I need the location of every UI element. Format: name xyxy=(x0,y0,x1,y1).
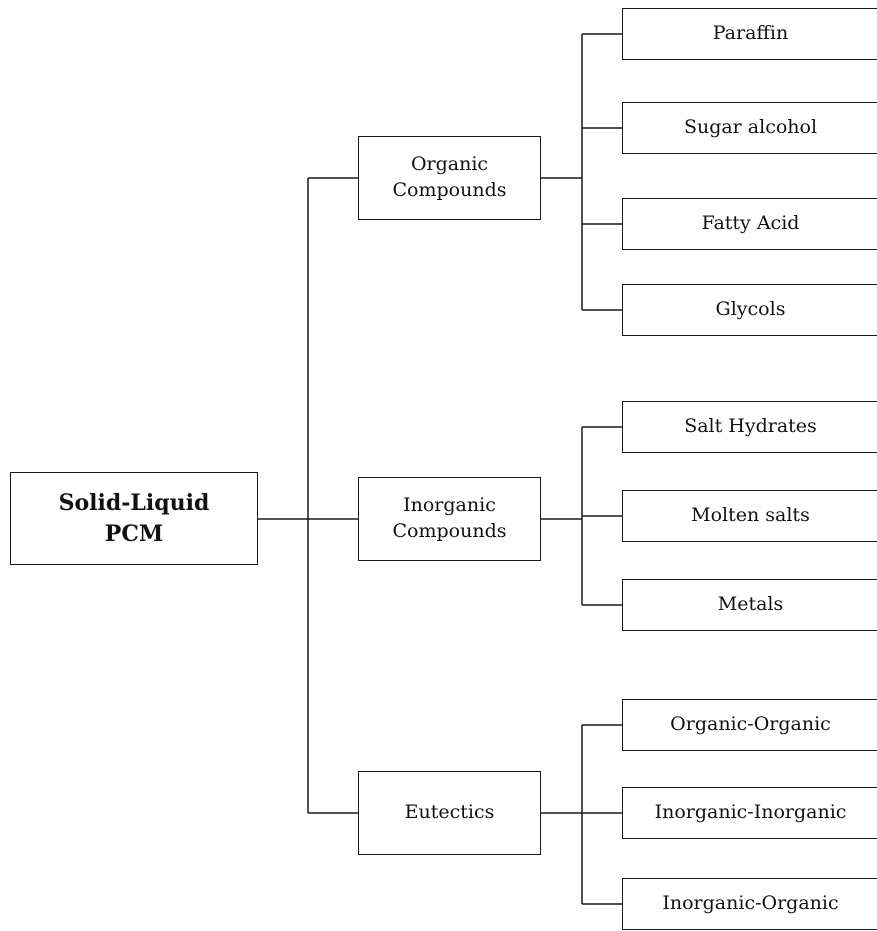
leaf-inorganic-inorganic: Inorganic-Inorganic xyxy=(622,787,877,839)
leaf-fatty-acid: Fatty Acid xyxy=(622,198,877,250)
leaf-sugar-alcohol: Sugar alcohol xyxy=(622,102,877,154)
leaf-inorganic-organic: Inorganic-Organic xyxy=(622,878,877,930)
leaf-glycols: Glycols xyxy=(622,284,877,336)
category-inorganic-compounds: Inorganic Compounds xyxy=(358,477,541,561)
leaf-organic-organic: Organic-Organic xyxy=(622,699,877,751)
leaf-salt-hydrates: Salt Hydrates xyxy=(622,401,877,453)
leaf-molten-salts: Molten salts xyxy=(622,490,877,542)
leaf-paraffin: Paraffin xyxy=(622,8,877,60)
category-eutectics: Eutectics xyxy=(358,771,541,855)
root-node-solid-liquid-pcm: Solid-Liquid PCM xyxy=(10,472,258,565)
leaf-metals: Metals xyxy=(622,579,877,631)
category-organic-compounds: Organic Compounds xyxy=(358,136,541,220)
